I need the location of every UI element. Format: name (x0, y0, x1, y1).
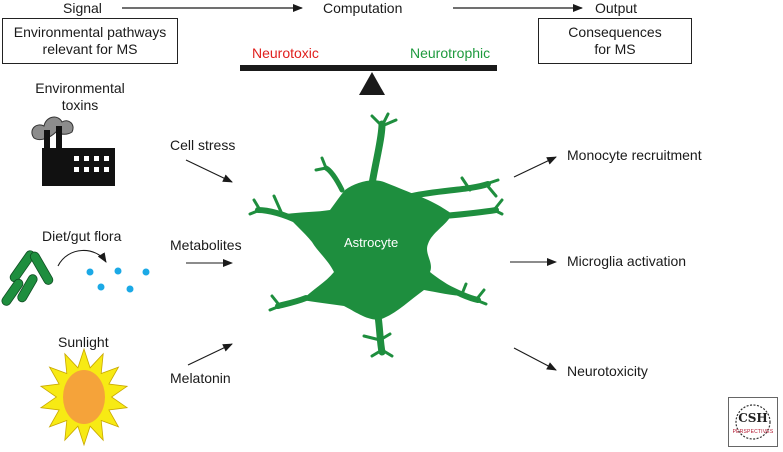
astrocyte-label: Astrocyte (344, 235, 399, 250)
box-consequences: Consequences for MS (538, 18, 692, 64)
header-computation: Computation (323, 0, 403, 16)
logo-subtext: PERSPECTIVES (732, 429, 774, 435)
box-environmental-pathways-label: Environmental pathways relevant for MS (13, 24, 167, 57)
sun-icon (39, 347, 129, 447)
bacteria-icon (1, 249, 150, 306)
logo-text: CSH (738, 411, 768, 425)
astrocyte-shape (248, 112, 504, 358)
melatonin-label: Melatonin (170, 370, 231, 386)
microglia-activation-label: Microglia activation (567, 253, 687, 269)
neurotoxic-label: Neurotoxic (252, 45, 319, 61)
cell-stress-label: Cell stress (170, 137, 236, 153)
environmental-toxins-label: Environmental toxins (35, 80, 125, 113)
monocyte-recruitment-label: Monocyte recruitment (567, 147, 702, 163)
arrow-cell-stress (185, 159, 233, 183)
neurotrophic-label: Neurotrophic (410, 45, 491, 61)
box-consequences-label: Consequences for MS (568, 24, 662, 57)
header-output: Output (595, 0, 638, 16)
csh-perspectives-logo: CSH PERSPECTIVES (728, 397, 778, 447)
balance-scale-icon (240, 65, 497, 95)
logo-ring-icon (735, 404, 771, 440)
header-signal: Signal (63, 0, 102, 16)
sunlight-label: Sunlight (58, 334, 109, 350)
arrow-melatonin (187, 343, 233, 366)
diet-gut-flora-label: Diet/gut flora (42, 228, 122, 244)
neurotoxicity-label: Neurotoxicity (567, 363, 648, 379)
arrow-monocyte (513, 156, 557, 178)
factory-icon (31, 116, 115, 186)
metabolites-label: Metabolites (170, 237, 242, 253)
box-environmental-pathways: Environmental pathways relevant for MS (2, 18, 178, 64)
arrow-neurotoxicity (513, 347, 557, 371)
